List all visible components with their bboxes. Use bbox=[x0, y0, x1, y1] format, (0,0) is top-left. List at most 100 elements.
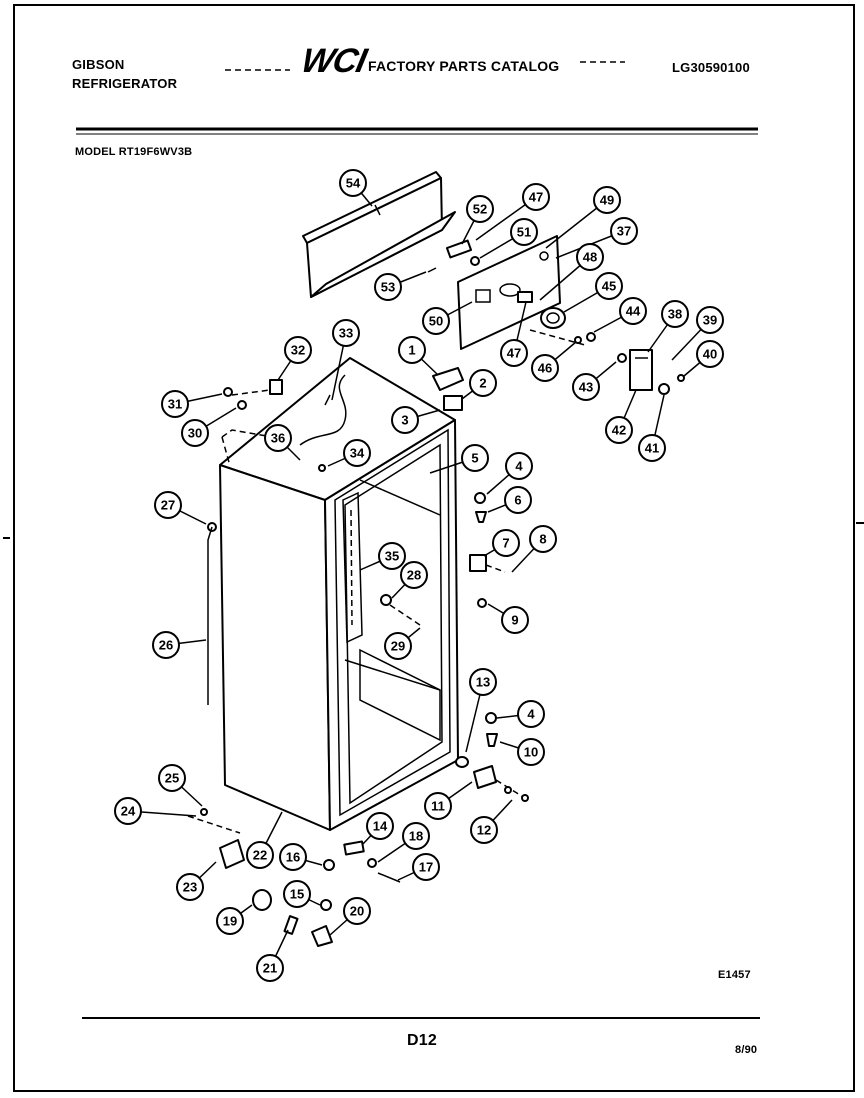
callout-label: 3 bbox=[401, 413, 408, 428]
callout-label: 4 bbox=[515, 459, 523, 474]
callout-label: 2 bbox=[479, 376, 486, 391]
footer-date: 8/90 bbox=[735, 1044, 758, 1056]
callout-label: 33 bbox=[339, 326, 353, 341]
callout-22: 22 bbox=[246, 811, 283, 869]
callout-12: 12 bbox=[470, 799, 513, 844]
callout-label: 49 bbox=[600, 193, 614, 208]
callout-39: 39 bbox=[671, 306, 724, 361]
callout-52: 52 bbox=[461, 195, 494, 245]
callout-14: 14 bbox=[361, 812, 394, 846]
callout-label: 31 bbox=[168, 397, 182, 412]
callout-38: 38 bbox=[647, 300, 689, 353]
callout-label: 18 bbox=[409, 829, 423, 844]
callout-11: 11 bbox=[424, 781, 473, 820]
top-rear-panel-part bbox=[302, 171, 456, 298]
callout-label: 17 bbox=[419, 860, 433, 875]
page-code: D12 bbox=[407, 1032, 437, 1049]
callout-label: 20 bbox=[350, 904, 364, 919]
callout-label: 34 bbox=[350, 446, 365, 461]
callout-label: 30 bbox=[188, 426, 202, 441]
callout-label: 5 bbox=[471, 451, 478, 466]
callout-label: 14 bbox=[373, 819, 388, 834]
callout-label: 41 bbox=[645, 441, 659, 456]
callout-8: 8 bbox=[511, 525, 557, 573]
callout-label: 53 bbox=[381, 280, 395, 295]
callout-47: 47 bbox=[475, 183, 550, 241]
callout-17: 17 bbox=[397, 853, 440, 881]
callout-label: 6 bbox=[514, 493, 521, 508]
callout-29: 29 bbox=[384, 627, 421, 660]
callout-label: 40 bbox=[703, 347, 717, 362]
callout-label: 8 bbox=[539, 532, 546, 547]
callout-36: 36 bbox=[264, 424, 301, 461]
callout-26: 26 bbox=[152, 631, 207, 659]
callout-label: 37 bbox=[617, 224, 631, 239]
callout-label: 38 bbox=[668, 307, 682, 322]
callout-label: 44 bbox=[626, 304, 641, 319]
callout-19: 19 bbox=[216, 904, 253, 935]
callout-label: 26 bbox=[159, 638, 173, 653]
callout-45: 45 bbox=[563, 272, 623, 313]
callout-label: 9 bbox=[511, 613, 518, 628]
callout-label: 43 bbox=[579, 380, 593, 395]
loose-parts bbox=[187, 367, 529, 947]
callout-31: 31 bbox=[161, 390, 223, 418]
callout-25: 25 bbox=[158, 764, 203, 807]
callout-51: 51 bbox=[479, 218, 538, 259]
callout-label: 35 bbox=[385, 549, 399, 564]
callout-label: 29 bbox=[391, 639, 405, 654]
callout-7: 7 bbox=[483, 529, 520, 557]
model-line: MODEL RT19F6WV3B bbox=[75, 146, 193, 158]
callout-35: 35 bbox=[359, 542, 406, 571]
callout-13: 13 bbox=[465, 668, 497, 753]
callout-9: 9 bbox=[487, 603, 529, 634]
callout-1: 1 bbox=[398, 336, 438, 375]
callout-34: 34 bbox=[327, 439, 371, 467]
callout-28: 28 bbox=[391, 561, 428, 599]
callout-label: 12 bbox=[477, 823, 491, 838]
callout-41: 41 bbox=[638, 394, 666, 462]
catalog-title: FACTORY PARTS CATALOG bbox=[368, 58, 560, 74]
callout-label: 19 bbox=[223, 914, 237, 929]
callout-27: 27 bbox=[154, 491, 207, 525]
callout-32: 32 bbox=[277, 336, 312, 381]
callout-label: 32 bbox=[291, 343, 305, 358]
callout-label: 1 bbox=[408, 343, 415, 358]
callout-label: 27 bbox=[161, 498, 175, 513]
callout-label: 10 bbox=[524, 745, 538, 760]
callout-label: 16 bbox=[286, 850, 300, 865]
callout-10: 10 bbox=[499, 738, 545, 766]
callout-48: 48 bbox=[539, 243, 604, 301]
refrigerator-cabinet bbox=[219, 357, 459, 831]
switch-assembly bbox=[617, 349, 685, 395]
callout-label: 22 bbox=[253, 848, 267, 863]
callout-label: 54 bbox=[346, 176, 361, 191]
callout-42: 42 bbox=[605, 389, 637, 444]
callout-54: 54 bbox=[339, 169, 373, 207]
callout-47: 47 bbox=[500, 301, 528, 367]
callout-53: 53 bbox=[374, 271, 427, 301]
callout-label: 48 bbox=[583, 250, 597, 265]
callout-label: 42 bbox=[612, 423, 626, 438]
brand-name: GIBSON bbox=[72, 57, 125, 72]
callout-label: 13 bbox=[476, 675, 490, 690]
callout-label: 23 bbox=[183, 880, 197, 895]
callout-21: 21 bbox=[256, 929, 289, 982]
callout-2: 2 bbox=[461, 369, 497, 400]
callout-label: 11 bbox=[431, 799, 445, 814]
callout-15: 15 bbox=[283, 880, 321, 908]
callout-label: 47 bbox=[529, 190, 543, 205]
product-name: REFRIGERATOR bbox=[72, 76, 178, 91]
callout-label: 28 bbox=[407, 568, 421, 583]
callout-label: 39 bbox=[703, 313, 717, 328]
callout-33: 33 bbox=[331, 319, 360, 401]
callout-6: 6 bbox=[487, 486, 532, 514]
callout-3: 3 bbox=[391, 406, 441, 434]
callout-5: 5 bbox=[429, 444, 489, 474]
catalog-number: LG30590100 bbox=[672, 60, 750, 75]
control-plate-part bbox=[457, 235, 561, 350]
figure-code: E1457 bbox=[718, 969, 751, 981]
callout-label: 46 bbox=[538, 361, 552, 376]
